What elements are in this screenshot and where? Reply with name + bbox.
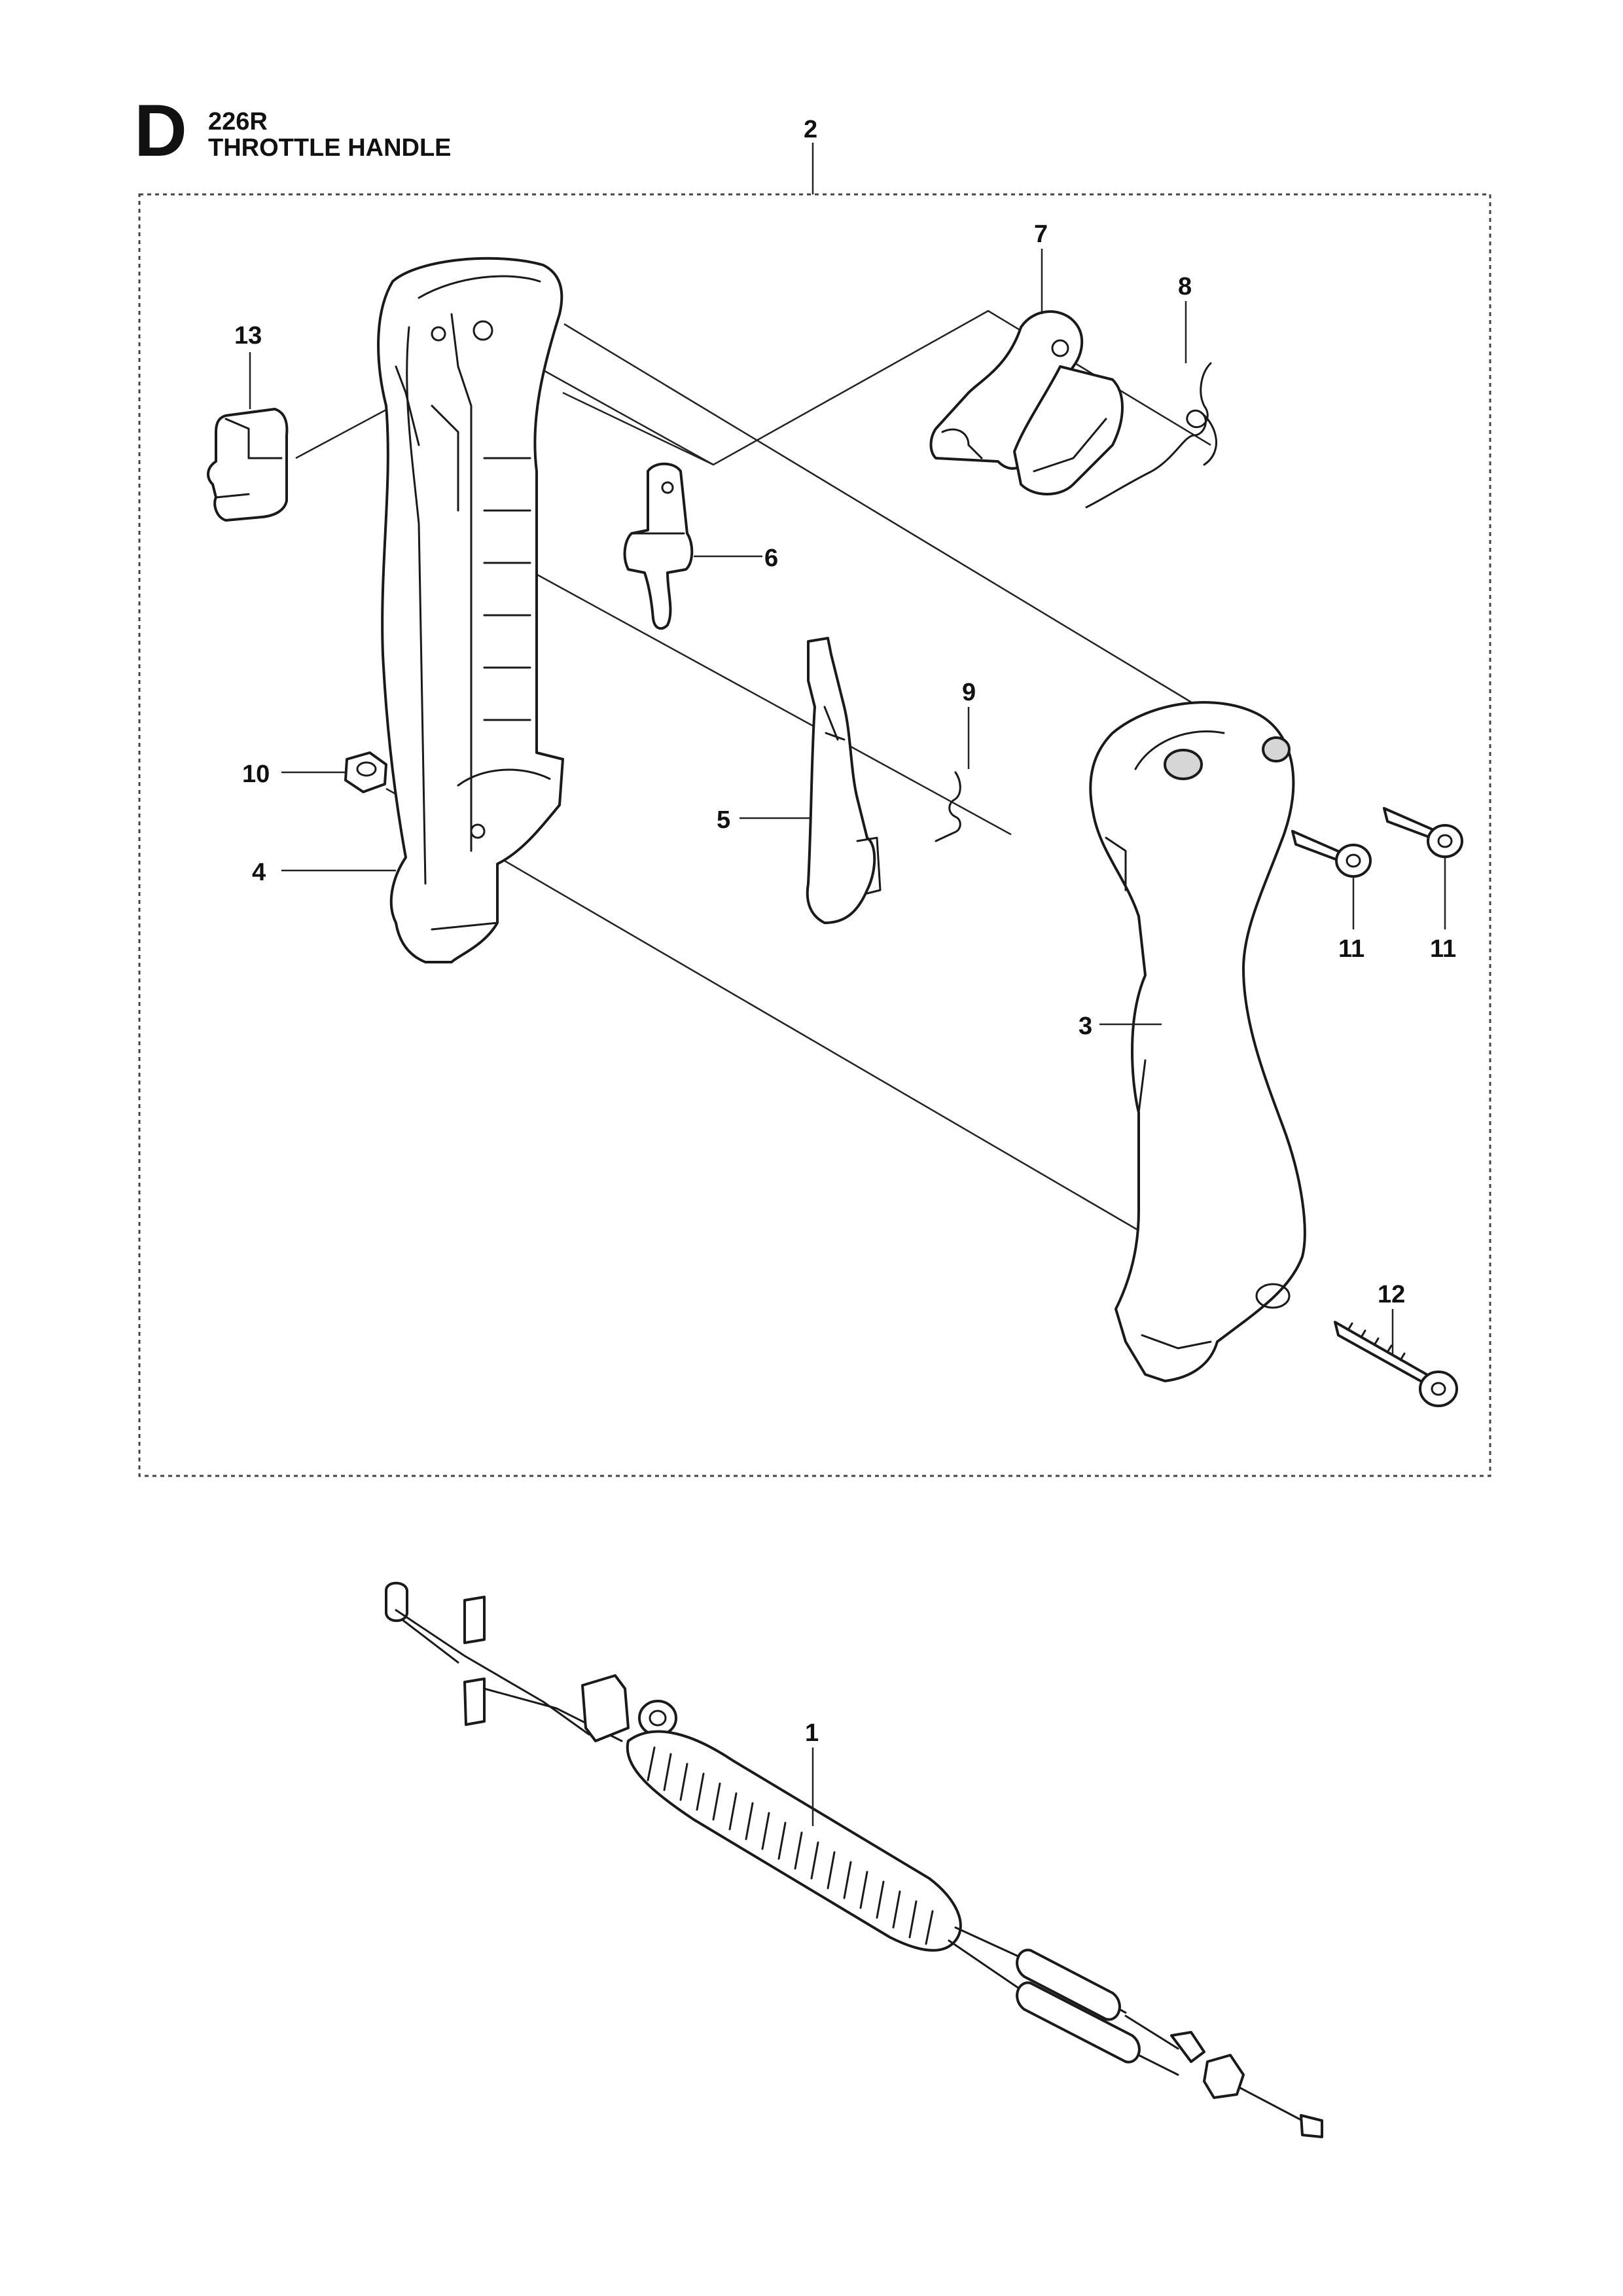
- throttle-lockout: [623, 462, 694, 630]
- throttle-trigger: [929, 310, 1124, 495]
- callout-6: 6: [764, 545, 778, 572]
- callout-10: 10: [242, 761, 270, 788]
- page-title: THROTTLE HANDLE: [208, 134, 452, 162]
- model-number: 226R: [208, 108, 268, 135]
- callout-11b: 11: [1430, 935, 1456, 963]
- callout-3: 3: [1079, 1013, 1092, 1040]
- section-letter: D: [134, 90, 187, 171]
- callout-12: 12: [1378, 1281, 1405, 1308]
- hex-nut: [344, 751, 387, 793]
- callout-5: 5: [717, 806, 730, 834]
- callout-1: 1: [805, 1719, 819, 1747]
- callout-4: 4: [252, 859, 266, 886]
- screw-long: [1334, 1321, 1458, 1407]
- throttle-cable: [385, 1581, 1323, 2138]
- callout-2: 2: [804, 116, 817, 143]
- assembly-frame: [138, 193, 1491, 1477]
- callout-13: 13: [234, 322, 262, 350]
- lockout-spring: [935, 771, 961, 842]
- trigger-spring: [1085, 362, 1217, 509]
- callout-8: 8: [1178, 273, 1192, 300]
- lockout-slide: [806, 637, 882, 924]
- callout-7: 7: [1034, 221, 1048, 248]
- screw-short: [1291, 830, 1372, 878]
- screw-short: [1383, 807, 1463, 858]
- callout-9: 9: [962, 679, 976, 706]
- stop-switch: [207, 408, 289, 522]
- handle-half-right: [1089, 701, 1306, 1382]
- callout-11a: 11: [1338, 935, 1364, 963]
- handle-half-left: [377, 257, 564, 963]
